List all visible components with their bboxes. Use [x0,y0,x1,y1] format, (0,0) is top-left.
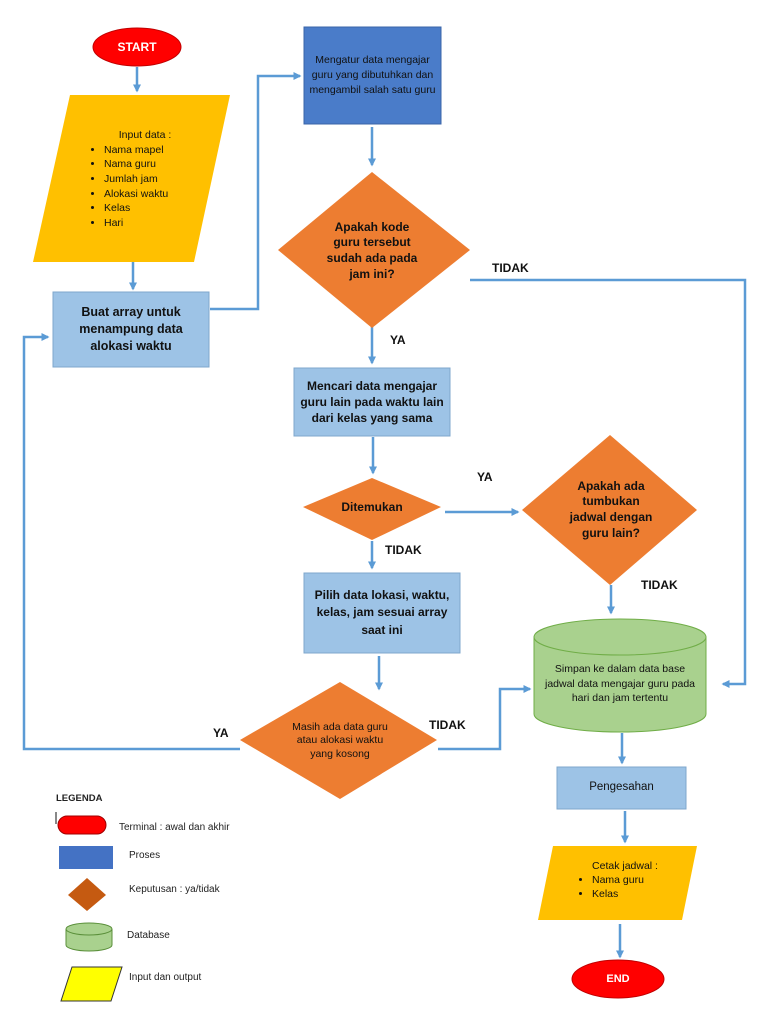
legend-proses-shape [59,846,113,869]
arrow-array-to-mengatur [210,72,302,311]
apakah-tumbukan-line: guru lain? [582,525,640,540]
simpan-line: Simpan ke dalam data base [554,662,686,675]
input-data-list: Nama mapel Nama guru Jumlah jam Alokasi … [90,143,210,231]
buat-array-label: Buat array untuk menampung data alokasi … [53,292,209,367]
pengesahan-process [556,766,687,810]
start-terminal [92,27,182,67]
mengatur-line: Mengatur data mengajar [315,53,430,66]
pilih-process [303,572,461,654]
mencari-line: dari kelas yang sama [311,411,433,426]
pilih-line: Pilih data lokasi, waktu, [314,587,450,602]
pilih-line: saat ini [361,622,403,637]
masih-ada-line: atau alokasi waktu [296,734,384,747]
mengatur-process [303,26,442,125]
legend-keputusan-shape [68,878,106,911]
simpan-database [533,618,707,733]
buat-array-line: Buat array untuk [81,305,181,320]
mencari-line: Mencari data mengajar [306,378,438,393]
input-data-item: Kelas [104,201,210,216]
edge-label-ya: YA [477,470,493,484]
mencari-line: guru lain pada waktu lain [300,394,444,409]
mengatur-line: mengambil salah satu guru [309,84,436,97]
input-data-item: Nama mapel [104,143,210,158]
start-label: START [117,39,157,54]
edge-label-tidak: TIDAK [429,718,466,732]
ditemukan-decision [303,478,441,540]
end-terminal [571,959,665,999]
cetak-jadwal-list: Nama guru Kelas [578,873,678,901]
simpan-line: jadwal data mengajar guru pada [544,677,696,690]
input-data-text: Input data : Nama mapel Nama guru Jumlah… [90,128,210,231]
edge-label-ya: YA [213,726,229,740]
legend-title: LEGENDA [56,793,103,804]
masih-ada-line: Masih ada data guru [292,720,388,733]
buat-array-line: alokasi waktu [90,338,172,353]
mencari-label: Mencari data mengajar guru lain pada wak… [294,368,450,436]
apakah-tumbukan-decision [522,435,697,585]
edge-label-ya: YA [390,333,406,347]
apakah-kode-label: Apakah kode guru tersebut sudah ada pada… [305,210,439,292]
arrow-masih-tidak-to-simpan [438,685,532,751]
masih-ada-label: Masih ada data guru atau alokasi waktu y… [280,716,400,766]
apakah-tumbukan-line: Apakah ada [577,478,645,493]
buat-array-line: menampung data [79,322,183,337]
masih-ada-line: yang kosong [310,747,370,760]
cetak-jadwal-item: Nama guru [592,873,678,887]
simpan-line: hari dan jam tertentu [571,692,669,705]
legend-io-shape [60,966,123,1002]
input-data-item: Hari [104,216,210,231]
legend-terminal-label: Terminal : awal dan akhir [119,822,230,833]
legend-database-shape [65,922,113,952]
legend-terminal-shape [57,815,107,835]
connectors [22,67,747,959]
input-data-item: Jumlah jam [104,172,210,187]
input-data-parallelogram [33,95,230,262]
legend-io-label: Input dan output [129,972,202,983]
legend-database-label: Database [127,930,170,941]
cetak-jadwal-text: Cetak jadwal : Nama guru Kelas [578,859,678,902]
cetak-jadwal-item: Kelas [592,887,678,901]
apakah-kode-decision [278,172,470,328]
end-label: END [606,972,630,985]
apakah-kode-line: guru tersebut [333,235,411,250]
legend-keputusan-label: Keputusan : ya/tidak [129,884,220,895]
edge-label-tidak: TIDAK [492,261,529,275]
masih-ada-decision [240,682,437,799]
ditemukan-label: Ditemukan [341,499,403,514]
pilih-label: Pilih data lokasi, waktu, kelas, jam ses… [304,573,460,653]
apakah-kode-line: sudah ada pada [326,251,418,265]
edge-label-tidak: TIDAK [641,578,678,592]
simpan-label: Simpan ke dalam data base jadwal data me… [532,654,708,714]
pilih-line: kelas, jam sesuai array [316,605,448,620]
cetak-jadwal-title: Cetak jadwal : [592,860,658,872]
mengatur-line: guru yang dibutuhkan dan [311,68,434,81]
input-data-item: Nama guru [104,157,210,172]
buat-array-process [52,291,210,368]
input-data-title: Input data : [118,129,172,141]
edge-label-tidak: TIDAK [385,543,422,557]
mengatur-label: Mengatur data mengajar guru yang dibutuh… [304,27,441,124]
cetak-jadwal-parallelogram [538,846,697,920]
legend-proses-label: Proses [129,850,161,861]
apakah-tumbukan-line: tumbukan [582,494,640,509]
apakah-kode-line: jam ini? [349,266,395,281]
arrow-masih-ya-to-array [22,333,240,751]
legend-shapes [55,812,123,1002]
apakah-tumbukan-line: jadwal dengan [569,510,653,524]
apakah-tumbukan-label: Apakah ada tumbukan jadwal dengan guru l… [545,470,677,550]
apakah-kode-line: Apakah kode [334,219,410,234]
mencari-process [293,367,451,437]
pengesahan-label: Pengesahan [589,781,654,794]
input-data-item: Alokasi waktu [104,187,210,202]
arrow-kode-tidak-to-simpan [470,278,747,688]
